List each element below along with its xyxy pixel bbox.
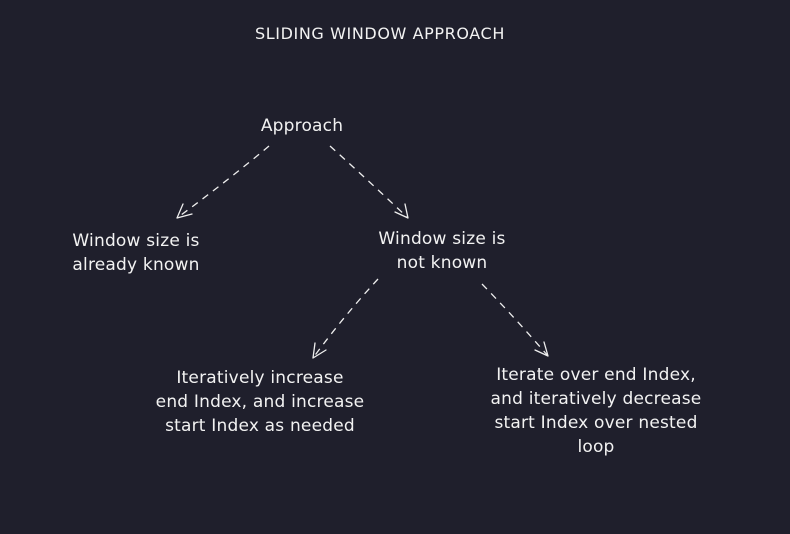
node-iteratively-increase: Iteratively increase end Index, and incr… bbox=[155, 368, 365, 436]
node-window-size-known: Window size is already known bbox=[72, 231, 200, 275]
edge-unknown-to-decrease bbox=[481, 283, 549, 357]
node-approach: Approach bbox=[260, 116, 344, 136]
node-iterate-and-decrease: Iterate over end Index, and iteratively … bbox=[490, 365, 702, 457]
edge-unknown-to-increase bbox=[312, 278, 379, 359]
edge-approach-to-known bbox=[176, 145, 270, 219]
diagram-title: SLIDING WINDOW APPROACH bbox=[255, 24, 505, 43]
edge-approach-to-unknown bbox=[329, 145, 409, 219]
node-window-size-not-known: Window size is not known bbox=[378, 229, 506, 273]
